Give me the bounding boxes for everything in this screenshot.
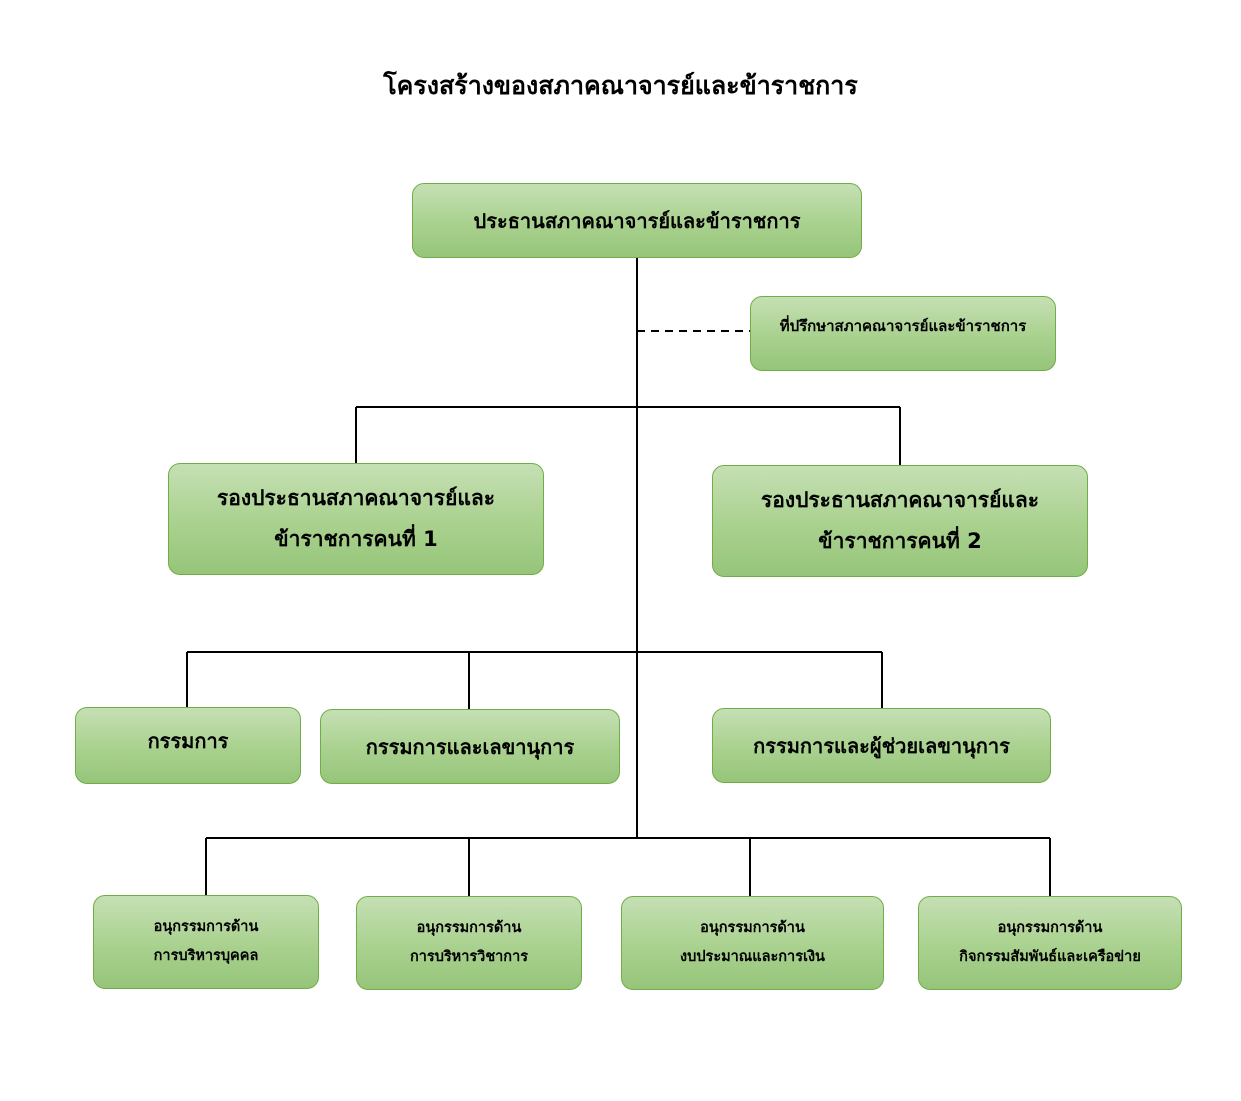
advisor-box: ที่ปรึกษาสภาคณาจารย์และข้าราชการ — [750, 296, 1056, 371]
vp1-box: รองประธานสภาคณาจารย์และ ข้าราชการคนที่ 1 — [168, 463, 544, 575]
sub-personnel-box: อนุกรรมการด้าน การบริหารบุคคล — [93, 895, 319, 989]
sub-budget-line1: อนุกรรมการด้าน — [700, 920, 805, 936]
assistant-secretary-label: กรรมการและผู้ช่วยเลขานุการ — [753, 733, 1010, 758]
sub-activities-line1: อนุกรรมการด้าน — [997, 920, 1103, 936]
secretary-label: กรรมการและเลขานุการ — [365, 734, 575, 759]
chart-title: โครงสร้างของสภาคณาจารย์และข้าราชการ — [383, 71, 858, 100]
committee-box: กรรมการ — [75, 707, 301, 784]
sub-academic-line2: การบริหารวิชาการ — [409, 949, 529, 965]
secretary-box: กรรมการและเลขานุการ — [320, 709, 620, 784]
president-box: ประธานสภาคณาจารย์และข้าราชการ — [412, 183, 862, 258]
sub-activities-line2: กิจกรรมสัมพันธ์และเครือข่าย — [959, 949, 1141, 965]
advisor-label: ที่ปรึกษาสภาคณาจารย์และข้าราชการ — [779, 317, 1027, 335]
committee-label: กรรมการ — [147, 729, 229, 753]
sub-activities-box: อนุกรรมการด้าน กิจกรรมสัมพันธ์และเครือข่… — [918, 896, 1182, 990]
vp2-label-line1: รองประธานสภาคณาจารย์และ — [760, 488, 1040, 513]
sub-budget-box: อนุกรรมการด้าน งบประมาณและการเงิน — [621, 896, 884, 990]
sub-personnel-line1: อนุกรรมการด้าน — [153, 919, 259, 935]
vp1-label-line2: ข้าราชการคนที่ 1 — [274, 527, 438, 551]
sub-budget-line2: งบประมาณและการเงิน — [680, 949, 825, 965]
sub-academic-box: อนุกรรมการด้าน การบริหารวิชาการ — [356, 896, 582, 990]
sub-academic-line1: อนุกรรมการด้าน — [416, 920, 522, 936]
sub-personnel-line2: การบริหารบุคคล — [153, 948, 259, 964]
assistant-secretary-box: กรรมการและผู้ช่วยเลขานุการ — [712, 708, 1051, 783]
president-label: ประธานสภาคณาจารย์และข้าราชการ — [473, 208, 801, 233]
vp1-label-line1: รองประธานสภาคณาจารย์และ — [216, 486, 496, 511]
vp2-box: รองประธานสภาคณาจารย์และ ข้าราชการคนที่ 2 — [712, 465, 1088, 577]
vp2-label-line2: ข้าราชการคนที่ 2 — [818, 529, 982, 553]
